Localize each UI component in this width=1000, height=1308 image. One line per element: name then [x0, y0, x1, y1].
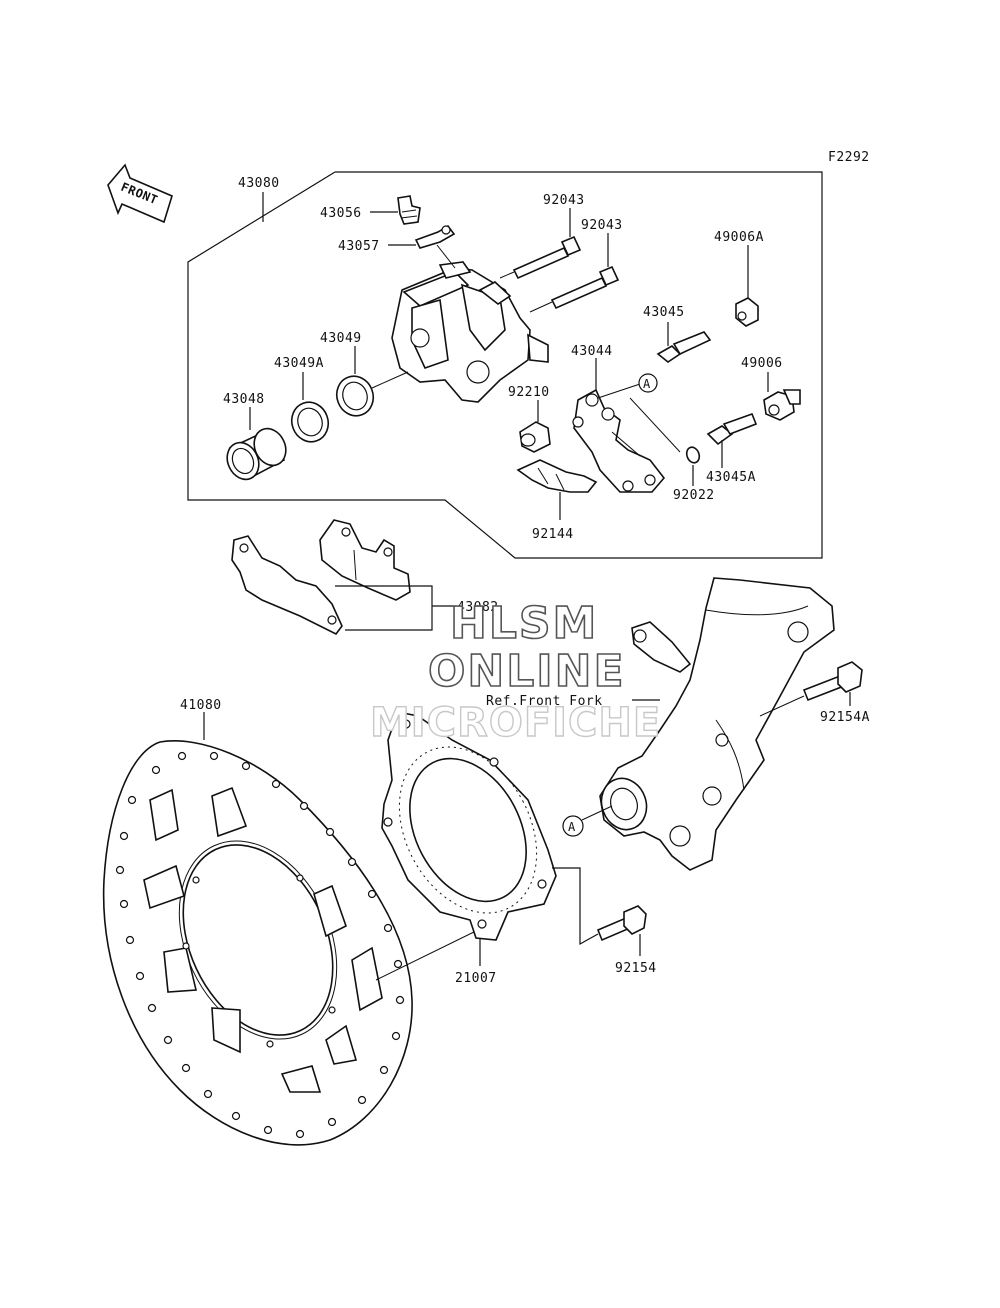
leader-a-callout-lower: [581, 805, 613, 821]
slide-pin-43045: [656, 331, 712, 363]
bracket-43082: [335, 585, 433, 631]
abs-rotor-21007: [381, 711, 557, 941]
label-92210: 92210: [508, 385, 550, 400]
bleeder-valve: [397, 195, 421, 225]
front-arrow-icon: FRONT: [107, 163, 173, 224]
label-92154: 92154: [615, 961, 657, 976]
label-43049: 43049: [320, 331, 362, 346]
label-43045A: 43045A: [706, 470, 756, 485]
caliper-bracket-43044: [572, 388, 666, 493]
callout-a-lower: A: [568, 820, 576, 834]
leader-43057b: [436, 244, 456, 269]
callout-a-top: A: [643, 377, 651, 391]
caliper-body: [391, 261, 549, 403]
label-92154A: 92154A: [820, 710, 870, 725]
label-49006: 49006: [741, 356, 783, 371]
label-41080: 41080: [180, 698, 222, 713]
label-43057: 43057: [338, 239, 380, 254]
leader-92154A-to-fork: [759, 695, 805, 717]
label-43049A: 43049A: [274, 356, 324, 371]
label-43056: 43056: [320, 206, 362, 221]
brake-pad-right: [319, 519, 411, 601]
label-43080: 43080: [238, 176, 280, 191]
leader-92154-bracket: [552, 867, 599, 946]
boot-92210: [519, 421, 551, 453]
label-92043-a: 92043: [543, 193, 585, 208]
pin-92043-upper: [499, 235, 582, 280]
caliper-assembly-frame: [187, 171, 823, 559]
piston-43048: [226, 427, 287, 481]
bolt-92154: [596, 905, 647, 942]
slide-pin-43045A: [706, 412, 758, 446]
callout-a-circle-top: [638, 373, 658, 393]
label-92022: 92022: [673, 488, 715, 503]
label-92043-b: 92043: [581, 218, 623, 233]
watermark-line-1: HLSM: [450, 598, 598, 649]
nut-49006A: [735, 297, 759, 327]
bolt-92154A: [802, 661, 863, 702]
pad-spring-92144: [516, 459, 598, 493]
brake-pad-left: [231, 535, 343, 636]
nut-49006: [763, 389, 801, 421]
circlip-92022: [685, 446, 701, 464]
label-ref-front-fork: Ref.Front Fork: [486, 694, 603, 709]
label-21007: 21007: [455, 971, 497, 986]
leader-disc-to-hub: [375, 929, 479, 981]
bleeder-cap: [414, 224, 456, 249]
label-43044: 43044: [571, 344, 613, 359]
figure-code: F2292: [828, 150, 870, 165]
pin-92043-lower: [529, 265, 620, 313]
brake-disc-41080: [102, 740, 413, 1146]
label-43082: 43082: [457, 600, 499, 615]
dust-seal-43049A-inner: [297, 407, 323, 437]
callout-a-circle-lower: [562, 815, 584, 837]
leader-43049-to-body: [371, 371, 409, 389]
label-43048: 43048: [223, 392, 265, 407]
leader-a-callout-2: [629, 397, 681, 453]
label-49006A: 49006A: [714, 230, 764, 245]
front-fork: [599, 577, 835, 871]
watermark-line-3: MICROFICHE: [370, 700, 661, 746]
label-92144: 92144: [532, 527, 574, 542]
watermark-line-2: ONLINE: [428, 646, 626, 697]
leader-a-callout-1: [597, 383, 641, 399]
label-43045: 43045: [643, 305, 685, 320]
piston-seal-43049-inner: [342, 381, 368, 411]
